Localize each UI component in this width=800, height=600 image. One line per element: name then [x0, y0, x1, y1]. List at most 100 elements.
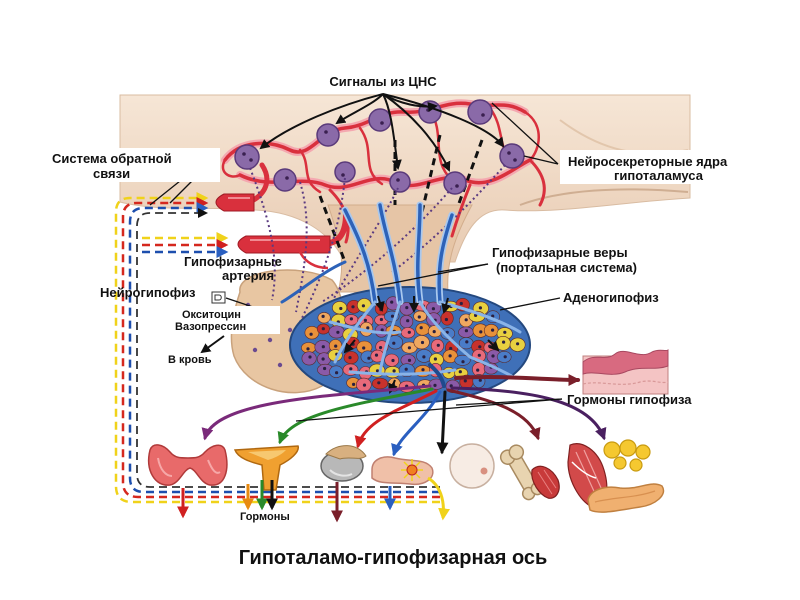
cell-nucleus	[374, 353, 379, 357]
nuclei-label-line2: гипоталамуса	[614, 168, 704, 183]
nucleus-dot	[396, 178, 400, 182]
cell-nucleus	[407, 358, 412, 362]
nuclei-label-line1: Нейросекреторные ядра	[568, 154, 728, 169]
cell-nucleus	[363, 318, 367, 322]
neurosecretory-nucleus	[234, 144, 260, 170]
fat-cell	[635, 444, 651, 460]
cell-nucleus	[321, 357, 325, 361]
portal-vein-branch	[280, 260, 347, 304]
nucleus-dot	[455, 184, 459, 188]
lower-hypophyseal-artery	[237, 211, 349, 270]
fat-cell	[629, 458, 643, 472]
cell-nucleus	[464, 329, 468, 333]
portal-vein	[343, 208, 377, 304]
cell-nucleus	[476, 368, 480, 372]
small-arrow	[374, 295, 385, 312]
axon-terminal	[287, 327, 293, 333]
portal-vein	[416, 203, 422, 304]
axon-tracts	[249, 164, 506, 343]
nucleus-dot	[481, 113, 485, 117]
oxytocin-label: Окситоцин	[182, 309, 241, 321]
cell-nucleus	[491, 354, 495, 358]
axon-terminal	[252, 347, 258, 353]
cell-nucleus	[479, 330, 483, 334]
cell-nucleus	[406, 319, 410, 323]
cell-nucleus	[321, 345, 325, 349]
secondary-capillary	[348, 368, 457, 376]
cell-nucleus	[491, 314, 495, 318]
adenohypophysis-cell	[384, 366, 401, 379]
cell-nucleus	[362, 346, 366, 350]
cell-nucleus	[491, 328, 495, 332]
fat-cell	[619, 439, 637, 457]
cell-nucleus	[335, 371, 339, 375]
cell-nucleus	[516, 342, 520, 346]
breast	[449, 443, 495, 489]
fat-cell	[613, 456, 627, 470]
cell-nucleus	[391, 358, 395, 363]
nucleus-dot	[242, 152, 246, 156]
pancreas	[587, 483, 665, 513]
hormones-label: Гормоны	[240, 511, 290, 523]
veins-leader	[377, 263, 489, 287]
cell-nucleus	[422, 355, 426, 359]
portal-veins-label-line2: (портальная система)	[496, 260, 637, 275]
dermis-layer	[582, 380, 669, 385]
adenohypophysis-cell	[304, 326, 320, 340]
bone-head	[508, 444, 525, 460]
hormone-arrows	[201, 373, 607, 457]
axon-terminal	[277, 362, 283, 368]
neurohypophysis-marker-icon	[211, 291, 226, 304]
small-arrow	[487, 339, 500, 352]
cell-nucleus	[502, 340, 506, 344]
neurosecretory-nucleus	[499, 143, 525, 169]
cell-nucleus	[407, 330, 411, 334]
neurohypophysis-label: Нейрогипофиз	[100, 285, 196, 300]
adeno-leader	[499, 297, 561, 311]
cell-nucleus	[448, 354, 452, 358]
small-arrow	[441, 297, 452, 314]
cell-nucleus	[306, 347, 310, 351]
neurosecretory-nucleus	[368, 108, 392, 132]
cell-nucleus	[377, 381, 381, 385]
neurosecretory-nucleus	[334, 161, 356, 183]
axon-tract	[299, 177, 346, 323]
muscle-striation	[537, 471, 553, 495]
cell-nucleus	[478, 345, 482, 349]
cell-nucleus	[436, 343, 440, 347]
efferent-vein	[428, 363, 446, 388]
feedback-label-line1: Система обратной	[52, 151, 172, 166]
red-capillary-loop	[298, 148, 322, 194]
nucleus-dot	[285, 176, 289, 180]
red-capillary-loop	[523, 110, 540, 162]
portal-vein	[437, 213, 454, 304]
arrow-to-ovary	[391, 390, 442, 457]
vasopressin-label: Вазопрессин	[175, 321, 246, 333]
marker-glyph	[214, 294, 222, 301]
nucleus-dots	[242, 108, 517, 188]
adrenal-medulla	[248, 450, 286, 460]
pituitary-hormones-label: Гормоны гипофиза	[567, 392, 692, 407]
ovary	[371, 456, 434, 486]
axon-tract	[295, 181, 308, 313]
to-blood-arrow	[200, 335, 225, 354]
cell-nucleus	[349, 317, 353, 321]
signal-arrow	[382, 93, 451, 172]
signal-arrow	[382, 93, 402, 170]
cell-nucleus	[488, 344, 492, 348]
cell-nucleus	[339, 306, 343, 311]
neurosecretory-nucleus	[273, 168, 297, 192]
secondary-capillary	[333, 300, 377, 364]
cell-nucleus	[348, 356, 352, 360]
neurosecretory-nucleus	[467, 99, 493, 125]
cell-nucleus	[379, 346, 383, 350]
axon-tract	[321, 187, 453, 303]
nuclei-label-box	[560, 150, 796, 184]
small-arrow	[343, 339, 356, 354]
cell-nucleus	[380, 328, 384, 332]
adenohypophysis-cell	[301, 351, 317, 366]
arrow-to-breast	[436, 390, 449, 455]
cell-nucleus	[336, 330, 340, 334]
cell-nucleus	[478, 306, 482, 310]
arrow-to-testis	[354, 389, 438, 449]
